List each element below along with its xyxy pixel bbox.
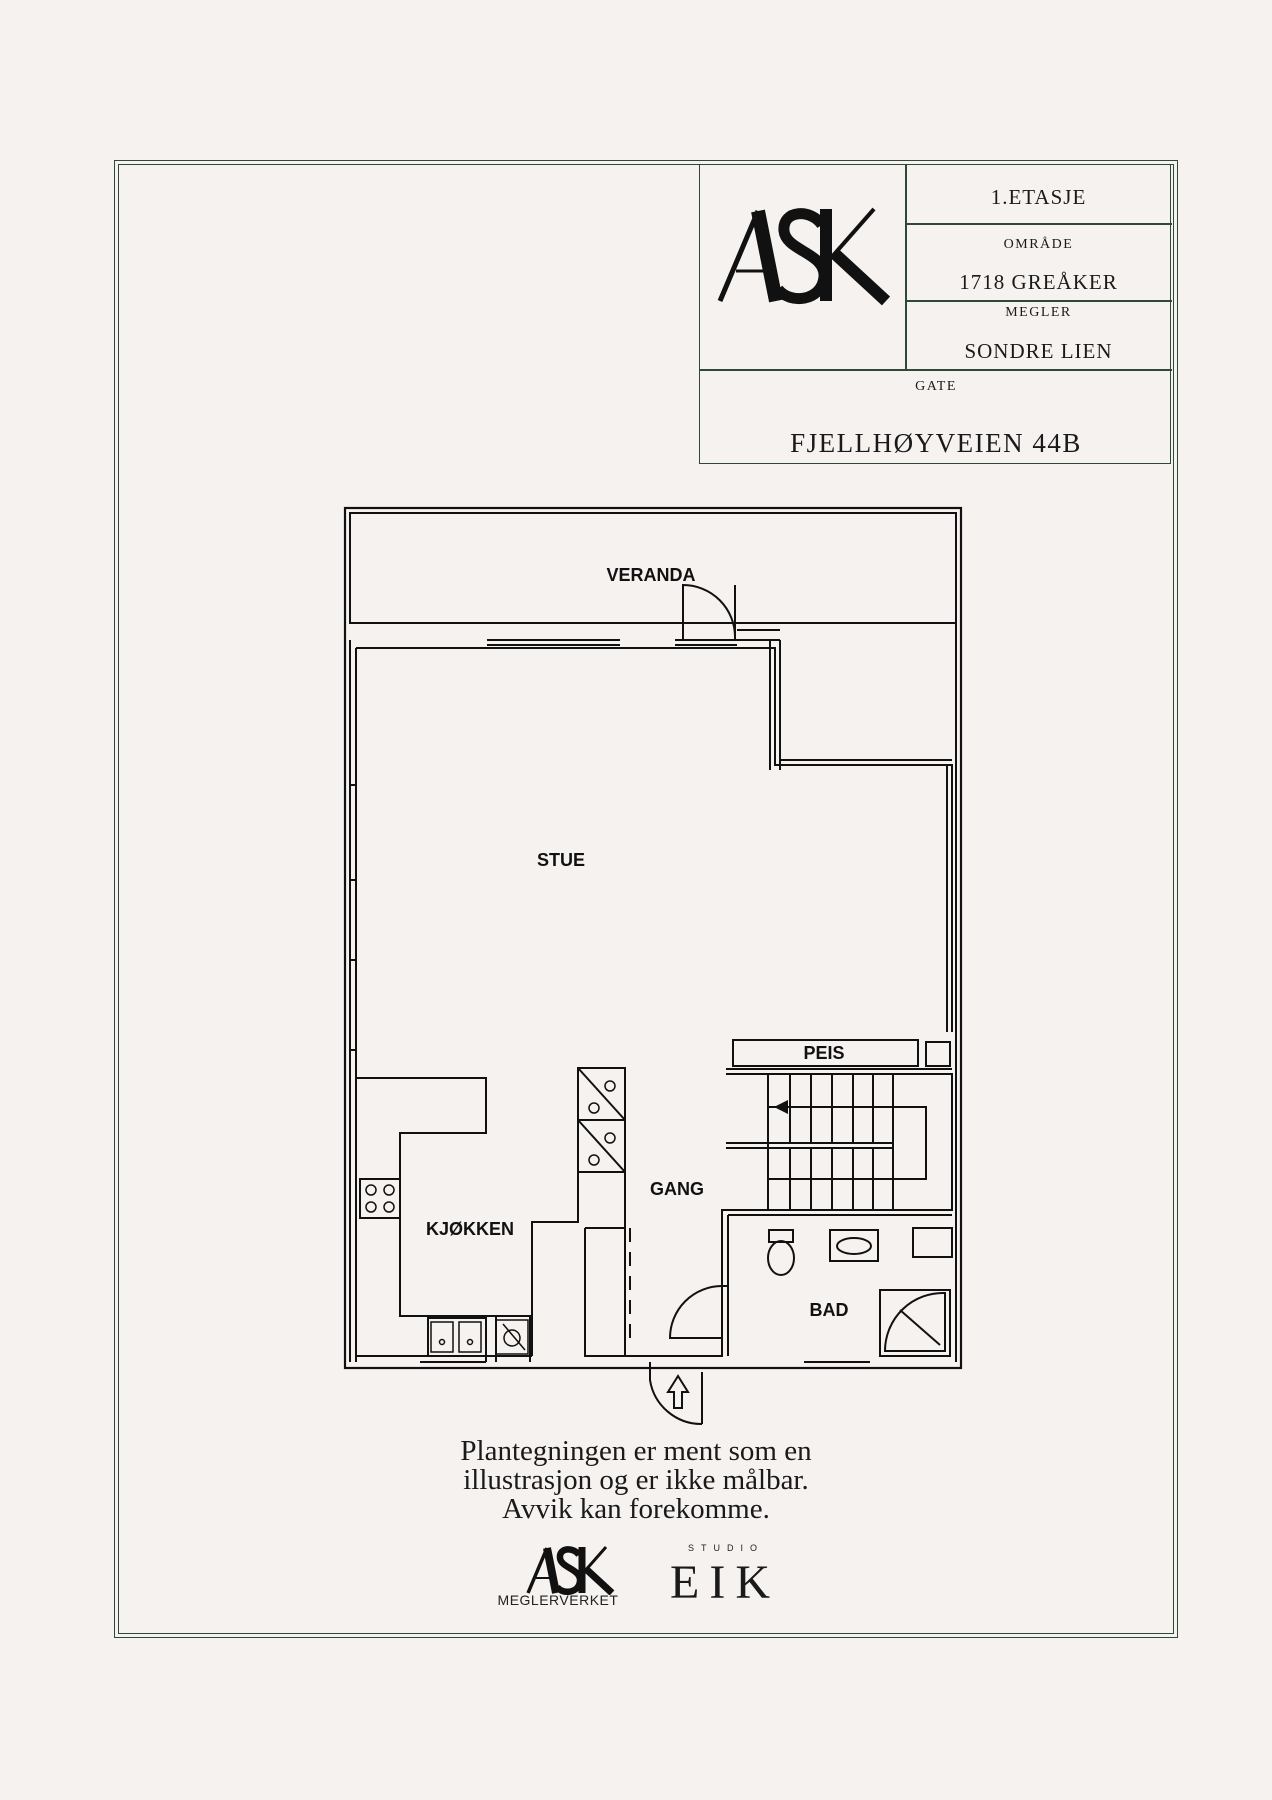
floor-label: 1.ETASJE (990, 185, 1087, 209)
disclaimer-line-1: Plantegningen er ment som en (460, 1435, 812, 1467)
disclaimer-line-2: illustrasjon og er ikke målbar. (463, 1464, 809, 1496)
room-label-stue: STUE (537, 850, 585, 870)
ask-logo-icon (717, 207, 891, 306)
disclaimer: Plantegningen er ment som en illustrasjo… (336, 1437, 936, 1524)
studio-label: STUDIO (687, 1543, 764, 1553)
room-label-gang: GANG (650, 1179, 704, 1199)
street-value: FJELLHØYVEIEN 44B (790, 428, 1082, 458)
room-label-veranda: VERANDA (606, 565, 695, 585)
agent-label: MEGLER (1005, 305, 1072, 320)
title-block: 1.ETASJE OMRÅDE 1718 GREÅKER MEGLER SOND… (699, 164, 1172, 464)
inner-frame (118, 164, 1174, 1634)
area-label: OMRÅDE (1003, 237, 1074, 252)
room-label-bad: BAD (810, 1300, 849, 1320)
street-label: GATE (915, 379, 957, 394)
area-value: 1718 GREÅKER (959, 270, 1118, 294)
room-label-kjokken: KJØKKEN (426, 1219, 514, 1239)
ask-footer-logo-icon (526, 1546, 615, 1595)
meglerverket-label: MEGLERVERKET (497, 1592, 619, 1608)
eik-logo-text: EIK (670, 1556, 780, 1609)
disclaimer-line-3: Avvik kan forekomme. (502, 1493, 770, 1525)
outer-frame (114, 160, 1178, 1638)
agent-value: SONDRE LIEN (964, 339, 1113, 363)
room-label-peis: PEIS (803, 1043, 844, 1063)
